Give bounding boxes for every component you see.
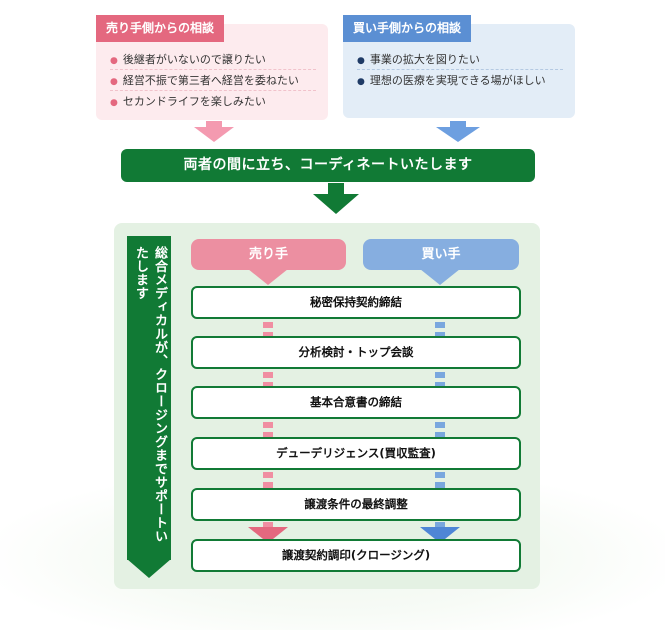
list-item: ● 事業の拡大を図りたい [357, 49, 563, 70]
green-down-arrow-icon [313, 183, 359, 214]
step-nda: 秘密保持契約締結 [191, 286, 521, 319]
seller-header-arrow-icon [248, 269, 288, 285]
buyer-connector [435, 382, 445, 388]
buyer-connector [435, 422, 445, 428]
seller-consult-box: 売り手側からの相談 ● 後継者がいないので譲りたい ● 経営不振で第三者へ経営を委ね… [96, 15, 328, 120]
seller-connector [263, 322, 273, 328]
seller-connector [263, 422, 273, 428]
coordinate-banner: 両者の間に立ち、コーディネートいたします [121, 149, 535, 182]
seller-final-arrow-icon [248, 527, 288, 543]
seller-connector [263, 522, 273, 528]
list-item-text: セカンドライフを楽しみたい [122, 95, 266, 108]
seller-connector [263, 382, 273, 388]
bullet-icon: ● [357, 77, 365, 87]
seller-header: 売り手 [191, 239, 346, 270]
list-item: ● 経営不振で第三者へ経営を委ねたい [110, 70, 316, 91]
buyer-header: 買い手 [363, 239, 519, 270]
support-bar [127, 236, 171, 560]
bullet-icon: ● [357, 56, 365, 66]
list-item: ● セカンドライフを楽しみたい [110, 91, 316, 112]
list-item-text: 事業の拡大を図りたい [369, 53, 480, 66]
step-due-diligence: デューデリジェンス(買収監査) [191, 437, 521, 470]
seller-connector [263, 482, 273, 488]
buyer-connector [435, 482, 445, 488]
blue-down-arrow-icon [436, 121, 480, 142]
support-bar-arrow-icon [127, 559, 171, 578]
buyer-final-arrow-icon [420, 527, 460, 543]
list-item-text: 理想の医療を実現できる場がほしい [369, 74, 546, 87]
list-item-text: 経営不振で第三者へ経営を委ねたい [122, 74, 299, 87]
seller-consult-list: ● 後継者がいないので譲りたい ● 経営不振で第三者へ経営を委ねたい ● セカンドライ… [110, 49, 316, 112]
bullet-icon: ● [110, 56, 118, 66]
seller-consult-title: 売り手側からの相談 [96, 15, 225, 42]
step-closing: 譲渡契約調印(クロージング) [191, 539, 521, 572]
bullet-icon: ● [110, 98, 118, 108]
list-item-text: 後継者がいないので譲りたい [122, 53, 266, 66]
buyer-header-arrow-icon [420, 269, 460, 285]
buyer-consult-title: 買い手側からの相談 [343, 15, 472, 42]
step-analysis-meeting: 分析検討・トップ会談 [191, 336, 521, 369]
seller-connector [263, 332, 273, 338]
buyer-consult-box: 買い手側からの相談 ● 事業の拡大を図りたい ● 理想の医療を実現できる場がほしい [343, 15, 575, 118]
list-item: ● 後継者がいないので譲りたい [110, 49, 316, 70]
step-basic-agreement: 基本合意書の締結 [191, 386, 521, 419]
pink-down-arrow-icon [194, 121, 234, 142]
buyer-connector [435, 332, 445, 338]
buyer-connector [435, 432, 445, 438]
seller-connector [263, 372, 273, 378]
list-item: ● 理想の医療を実現できる場がほしい [357, 70, 563, 91]
buyer-connector [435, 472, 445, 478]
bullet-icon: ● [110, 77, 118, 87]
step-final-adjustment: 譲渡条件の最終調整 [191, 488, 521, 521]
seller-connector [263, 432, 273, 438]
buyer-connector [435, 322, 445, 328]
buyer-connector [435, 372, 445, 378]
buyer-connector [435, 522, 445, 528]
buyer-consult-list: ● 事業の拡大を図りたい ● 理想の医療を実現できる場がほしい [357, 49, 563, 91]
seller-connector [263, 472, 273, 478]
support-text: 総合メディカルが、クロージングまでサポートいたします [133, 246, 167, 543]
